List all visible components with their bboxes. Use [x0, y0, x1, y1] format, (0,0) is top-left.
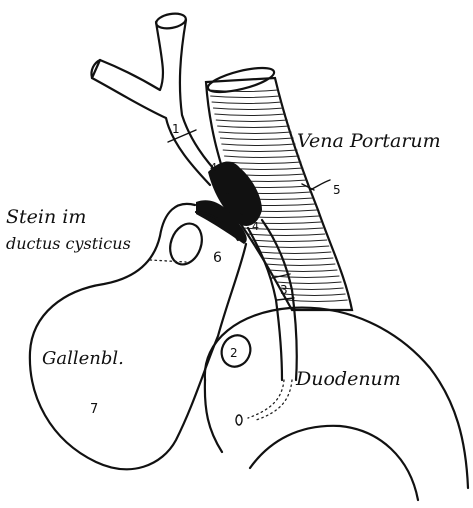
label-vena-portarum: Vena Portarum — [297, 130, 441, 152]
label-stein-im: Stein im — [6, 206, 86, 228]
duodenum — [205, 308, 468, 500]
number-7: 7 — [90, 402, 98, 417]
number-4-lower: 4 — [252, 220, 259, 233]
hepatic-ducts — [91, 12, 222, 185]
label-ductus-cysticus: ductus cysticus — [6, 234, 131, 253]
label-gallenblase: Gallenbl. — [42, 348, 124, 369]
label-duodenum: Duodenum — [295, 368, 401, 390]
number-4-upper: 4 — [210, 161, 217, 174]
number-1: 1 — [172, 122, 180, 136]
number-6: 6 — [213, 250, 222, 266]
number-2: 2 — [230, 346, 238, 360]
number-3: 3 — [280, 283, 288, 297]
number-5: 5 — [333, 183, 341, 197]
